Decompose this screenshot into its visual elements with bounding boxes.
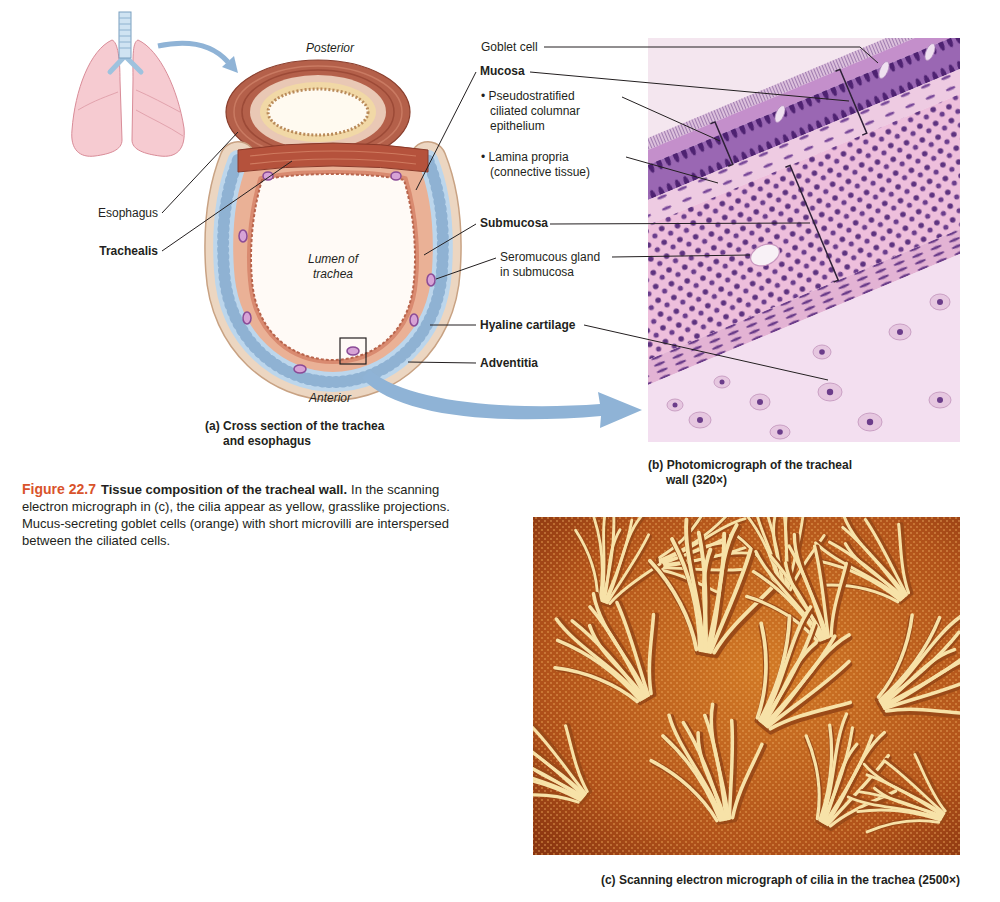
orientation-label: Anterior: [280, 391, 380, 406]
detail-square: [340, 338, 366, 364]
panel-caption: (a) Cross section of the trachea and eso…: [205, 419, 400, 449]
panel-caption: (b) Photomicrograph of the tracheal wall…: [648, 458, 863, 488]
part-label: Adventitia: [480, 356, 600, 371]
orientation-label: Posterior: [280, 41, 380, 56]
pointer-arrow: [158, 43, 238, 73]
leader-lines: [162, 47, 878, 380]
region-label: Lumen of trachea: [293, 252, 373, 282]
seromucous-glands: [239, 172, 435, 373]
panel-caption: (c) Scanning electron micrograph of cili…: [520, 873, 960, 888]
part-label: Seromucous gland in submucosa: [500, 250, 606, 280]
part-label: • Pseudostratified ciliated columnar epi…: [481, 89, 609, 134]
trachea-section: [223, 143, 443, 382]
figure-title: Tissue composition of the tracheal wall.: [101, 482, 347, 497]
part-label: Hyaline cartilage: [480, 318, 620, 333]
part-label: Trachealis: [58, 244, 158, 259]
part-label: Mucosa: [480, 64, 600, 79]
part-label: • Lamina propria (connective tissue): [481, 150, 616, 180]
pointer-arrow: [362, 370, 642, 428]
lungs-icon: [72, 12, 185, 156]
photomicrograph: [648, 38, 960, 442]
sem-micrograph: [533, 517, 960, 855]
part-label: Submucosa: [480, 216, 600, 231]
part-label: Esophagus: [58, 206, 158, 221]
figure-caption: Figure 22.7 Tissue composition of the tra…: [22, 481, 477, 549]
part-label: Goblet cell: [481, 40, 601, 55]
figure-number: Figure 22.7: [22, 481, 96, 497]
